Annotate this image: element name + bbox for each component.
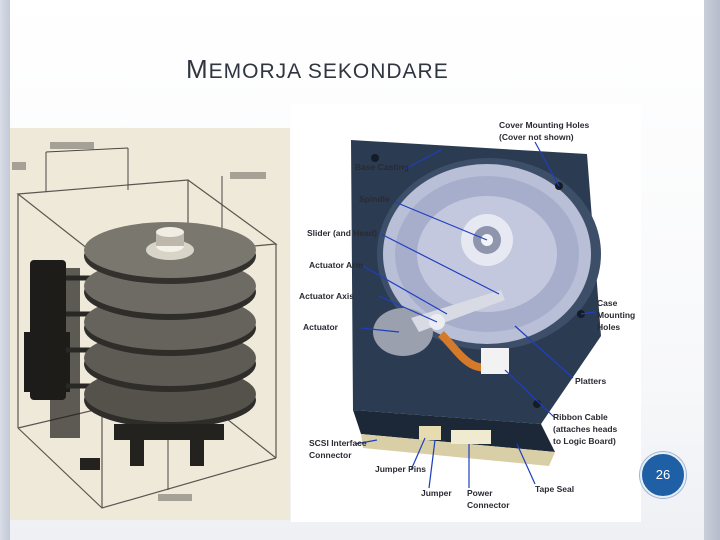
label-actuator: Actuator [303, 322, 339, 332]
label-platters: Platters [575, 376, 606, 386]
title-initial: M [186, 54, 209, 84]
jumper-pins [419, 426, 441, 440]
label-ribbon-1: Ribbon Cable [553, 412, 608, 422]
power-connector [451, 430, 491, 444]
label-case-3: Holes [597, 322, 620, 332]
hard-disk-photo: Cover Mounting Holes (Cover not shown) B… [291, 104, 641, 522]
label-jumper-pins: Jumper Pins [375, 464, 426, 474]
sketch-label-spindle [12, 162, 26, 170]
label-case-2: Mounting [597, 310, 635, 320]
hard-disk-photo-drawing: Cover Mounting Holes (Cover not shown) B… [299, 120, 635, 510]
slide-frame-right [704, 0, 720, 540]
sketch-label-read-write-head [50, 142, 94, 149]
slide-frame-left [0, 0, 10, 540]
label-spindle: Spindle [359, 194, 390, 204]
ribbon-connector [481, 348, 509, 374]
label-jumper: Jumper [421, 488, 452, 498]
label-ribbon-2: (attaches heads [553, 424, 618, 434]
label-actuator-arm: Actuator Arm [309, 260, 363, 270]
hard-disk-sketch [10, 128, 290, 520]
label-base-casting: Base Casting [355, 162, 409, 172]
label-tape-seal: Tape Seal [535, 484, 574, 494]
sketch-label-head-cover [158, 494, 192, 501]
label-case-1: Case [597, 298, 618, 308]
label-power-2: Connector [467, 500, 510, 510]
label-slider: Slider (and Head) [307, 228, 377, 238]
sketch-label-hard-disk [230, 172, 266, 179]
label-scsi-2: Connector [309, 450, 352, 460]
label-cover-mounting-holes: Cover Mounting Holes [499, 120, 589, 130]
slide-title: MEMORJA SEKONDARE [186, 54, 449, 85]
label-cover-not-shown: (Cover not shown) [499, 132, 574, 142]
title-rest: EMORJA SEKONDARE [208, 60, 449, 83]
label-scsi-1: SCSI Interface [309, 438, 367, 448]
label-actuator-axis: Actuator Axis [299, 291, 354, 301]
label-power-1: Power [467, 488, 493, 498]
label-ribbon-3: to Logic Board) [553, 436, 616, 446]
hard-disk-sketch-drawing [10, 128, 290, 520]
page-number-badge: 26 [640, 452, 686, 498]
